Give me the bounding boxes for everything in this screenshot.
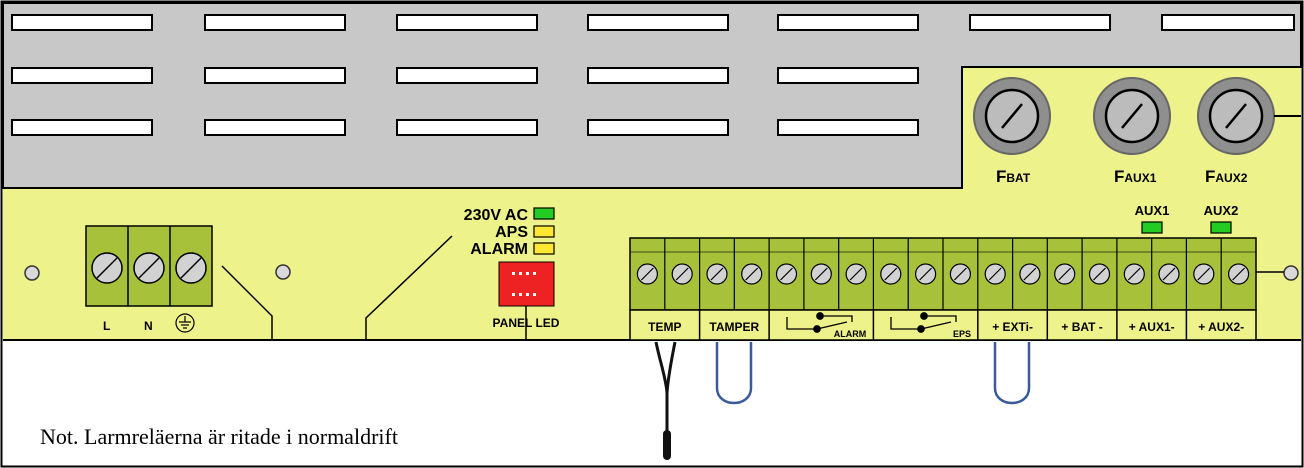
fuse-aux2[interactable] <box>1197 77 1275 155</box>
tamper-jumper-wire <box>715 342 753 405</box>
aux1-led-label: AUX1 <box>1135 203 1170 218</box>
vent-slot <box>11 67 153 84</box>
vent-slot <box>11 14 153 31</box>
led-label-230v: 230V AC <box>464 207 529 224</box>
vent-grille-cover <box>2 2 1302 189</box>
vent-slot <box>777 119 919 136</box>
terminal-label-aux2: + AUX2- <box>1198 320 1244 334</box>
fuse-aux1[interactable] <box>1093 77 1171 155</box>
fuse-bat-label: FBAT <box>996 167 1031 186</box>
led-aps-indicator <box>533 225 555 238</box>
aux2-led-indicator <box>1210 221 1232 234</box>
vent-slot <box>587 119 729 136</box>
vent-slot <box>396 67 538 84</box>
relay-eps-symbol-icon <box>890 312 957 333</box>
fuse-aux2-label: FAUX2 <box>1205 167 1248 186</box>
vent-slot <box>777 14 919 31</box>
led-label-alarm: ALARM <box>470 241 528 258</box>
vent-slot <box>11 119 153 136</box>
mounting-hole <box>24 265 40 281</box>
mains-label-n: N <box>144 319 153 333</box>
terminal-label-row: TEMP TAMPER ALARM EPS + EXTi- + BAT - + … <box>629 309 1257 341</box>
mounting-hole <box>1283 265 1299 281</box>
output-terminal-strip <box>629 237 1257 311</box>
led-230v-indicator <box>533 207 555 220</box>
panel-led-connector[interactable] <box>498 261 555 307</box>
vent-slot <box>969 14 1111 31</box>
terminal-label-bat: + BAT - <box>1061 320 1102 334</box>
board-trace <box>365 235 453 340</box>
aux2-led-label: AUX2 <box>1204 203 1239 218</box>
terminal-label-tamper: TAMPER <box>709 320 759 334</box>
led-label-aps: APS <box>495 224 528 241</box>
fuse-group: FBAT FAUX1 FAUX2 <box>973 77 1301 186</box>
panel-led-label: PANEL LED <box>493 316 560 330</box>
vent-slot <box>587 67 729 84</box>
vent-slot <box>777 67 919 84</box>
vent-slot <box>587 14 729 31</box>
temperature-sensor <box>654 341 677 460</box>
mounting-hole <box>275 264 291 280</box>
vent-slot <box>204 14 346 31</box>
relay-alarm-symbol-icon <box>786 312 853 333</box>
vent-slot <box>396 14 538 31</box>
led-alarm-indicator <box>533 242 555 255</box>
mains-screw-l[interactable] <box>91 252 123 284</box>
fuse-bat[interactable] <box>973 77 1051 155</box>
earth-symbol-icon <box>175 313 195 333</box>
ext-jumper-wire <box>993 342 1031 405</box>
terminal-label-eps: EPS <box>953 329 971 339</box>
terminal-label-temp: TEMP <box>648 320 681 334</box>
terminal-label-aux1: + AUX1- <box>1129 320 1175 334</box>
vent-slot <box>204 67 346 84</box>
vent-slot <box>396 119 538 136</box>
aux1-led-indicator <box>1141 221 1163 234</box>
terminal-label-ext: + EXTi- <box>992 320 1033 334</box>
terminal-label-alarm: ALARM <box>834 329 867 339</box>
mains-label-l: L <box>103 319 110 333</box>
vent-slot <box>204 119 346 136</box>
vent-slot <box>1161 14 1295 31</box>
mains-screw-n[interactable] <box>133 252 165 284</box>
fuse-aux1-label: FAUX1 <box>1114 167 1157 186</box>
vent-slots <box>11 14 1295 136</box>
mains-screw-earth[interactable] <box>175 252 207 284</box>
mains-terminal-block <box>85 225 213 307</box>
status-led-panel: 230V AC APS ALARM <box>464 207 555 258</box>
board-trace <box>221 265 273 340</box>
diagram-note: Not. Larmreläerna är ritade i normaldrif… <box>40 424 398 449</box>
